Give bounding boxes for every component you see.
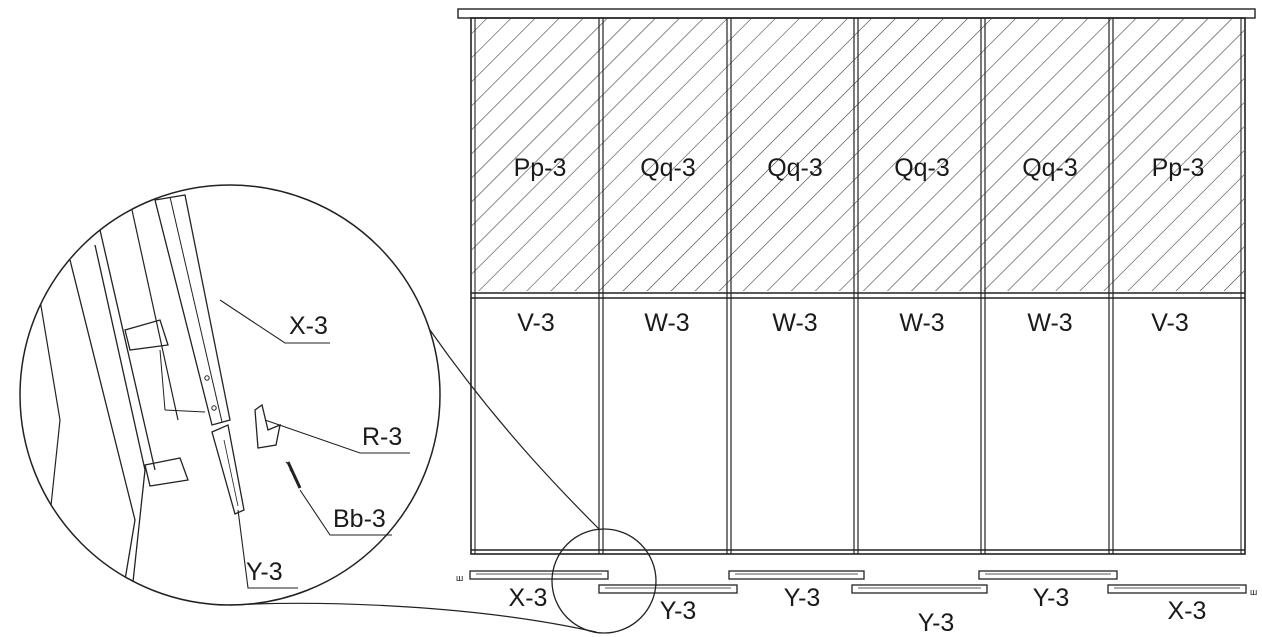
rail-bar <box>978 570 1118 580</box>
panel-label-upper: Pp-3 <box>514 154 567 182</box>
rail-label: Y-3 <box>1033 584 1070 612</box>
callout-label: X-3 <box>289 312 328 340</box>
rail-end-marker-right: ш <box>1250 587 1257 597</box>
panel-label-lower: V-3 <box>1151 309 1189 337</box>
panel-label-lower: W-3 <box>899 309 944 337</box>
top-cap <box>457 8 1256 19</box>
leader-bb3 <box>299 489 392 536</box>
rail-label: Y-3 <box>784 584 821 612</box>
panel-label-lower: W-3 <box>644 309 689 337</box>
panel-label-upper: Qq-3 <box>640 154 696 182</box>
rail-label: X-3 <box>509 584 548 612</box>
rail-bar <box>598 584 738 594</box>
wall-frame <box>457 8 1256 555</box>
detail-leader-top <box>429 329 601 531</box>
rail-end-marker-left: ш <box>456 573 463 583</box>
upper-panel-labels: Pp-3 Qq-3 Qq-3 Qq-3 Qq-3 Pp-3 <box>514 154 1205 182</box>
panel-label-upper: Pp-3 <box>1152 154 1205 182</box>
panel-label-upper: Qq-3 <box>894 154 950 182</box>
rail-bar <box>851 584 988 594</box>
callout-label: Bb-3 <box>333 505 386 533</box>
detail-leader-bottom <box>229 602 597 633</box>
lower-panel-labels: V-3 W-3 W-3 W-3 W-3 V-3 <box>517 309 1189 337</box>
leader-y3 <box>237 509 298 589</box>
rail-label: X-3 <box>1168 597 1207 625</box>
panel-label-upper: Qq-3 <box>1022 154 1078 182</box>
rail-upper-row <box>469 570 1118 580</box>
detail-source-circle <box>551 528 657 634</box>
detail-circle <box>19 184 441 606</box>
rail-bar <box>728 570 865 580</box>
panel-label-lower: W-3 <box>1027 309 1072 337</box>
panel-label-lower: W-3 <box>772 309 817 337</box>
detail-magnified-view: X-3 R-3 Bb-3 Y-3 <box>19 184 441 606</box>
panel-label-upper: Qq-3 <box>767 154 823 182</box>
base-rails: ш ш X-3 Y-3 Y-3 Y-3 Y-3 X-3 <box>456 570 1257 637</box>
rail-label: Y-3 <box>918 609 955 637</box>
panel-label-lower: V-3 <box>517 309 555 337</box>
callout-label: R-3 <box>362 423 402 451</box>
leader-x3 <box>219 299 330 344</box>
rail-bar <box>1107 584 1247 594</box>
studs <box>474 18 1242 554</box>
rail-bar <box>469 570 609 580</box>
callout-label: Y-3 <box>246 558 283 586</box>
rail-label: Y-3 <box>660 597 697 625</box>
rail-lower-row <box>598 584 1247 594</box>
leader-r3 <box>264 419 410 454</box>
